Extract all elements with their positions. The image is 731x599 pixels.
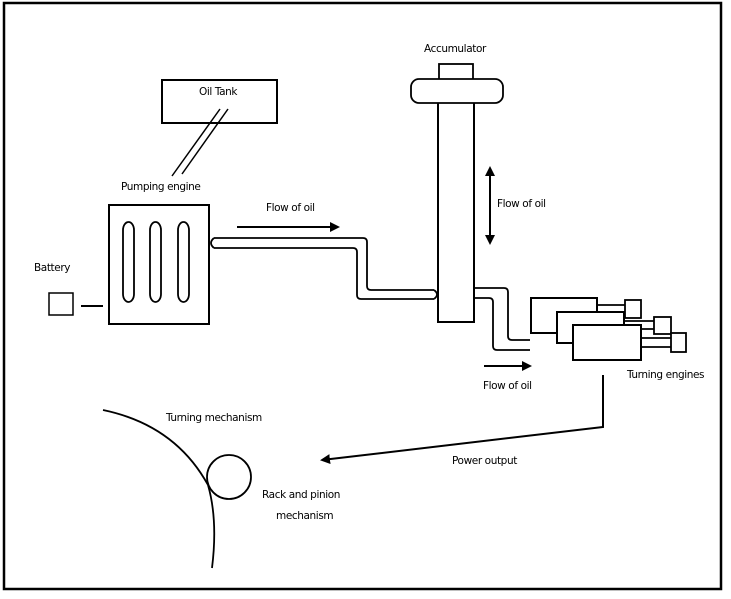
rack-pinion-circle — [206, 454, 252, 500]
label-flow-pipe: Flow of oil — [266, 202, 315, 214]
pipe-accumulator-to-engines-inner — [474, 297, 530, 351]
label-flow-accumulator: Flow of oil — [497, 198, 546, 210]
label-power-output: Power output — [452, 455, 517, 467]
turning-mechanism-arc — [102, 409, 216, 569]
pumping-engine-slot-2 — [149, 221, 162, 303]
label-turning-mechanism: Turning mechanism — [166, 412, 262, 424]
pumping-engine-slot-3 — [177, 221, 190, 303]
oil-tank-box — [161, 79, 278, 124]
battery-box — [48, 292, 74, 316]
label-oil-tank: Oil Tank — [199, 86, 238, 98]
label-battery: Battery — [34, 262, 71, 274]
pipe-accumulator-end-cap — [433, 289, 438, 300]
pipe-pump-end-cap — [210, 237, 215, 249]
label-pumping-engine: Pumping engine — [121, 181, 201, 193]
accumulator-collar — [410, 78, 504, 104]
accumulator-column — [437, 100, 475, 323]
oil-tank-pipe-line-1 — [171, 108, 221, 177]
pipe-pump-to-accumulator-bottom — [214, 247, 434, 300]
oil-tank-pipe-line-2 — [181, 108, 229, 175]
label-accumulator: Accumulator — [424, 43, 486, 55]
label-flow-engines: Flow of oil — [483, 380, 532, 392]
pipe-pump-to-accumulator-top — [214, 237, 434, 291]
turning-engine-3 — [572, 324, 687, 361]
pumping-engine-box — [108, 204, 210, 325]
outer-frame — [2, 1, 723, 591]
power-output-line — [320, 375, 604, 465]
turning-engine-3-end — [670, 332, 687, 353]
label-turning-engines: Turning engines — [627, 369, 705, 381]
turning-engine-1-end — [624, 299, 642, 319]
pumping-engine-slot-1 — [122, 221, 135, 303]
turning-engine-2-end — [653, 316, 672, 335]
label-rack-pinion-line-1: Rack and pinion — [262, 489, 341, 501]
turning-engine-3-body — [572, 324, 642, 361]
label-rack-pinion-line-2: mechanism — [276, 510, 334, 522]
pipe-accumulator-to-engines-outer — [474, 287, 530, 341]
